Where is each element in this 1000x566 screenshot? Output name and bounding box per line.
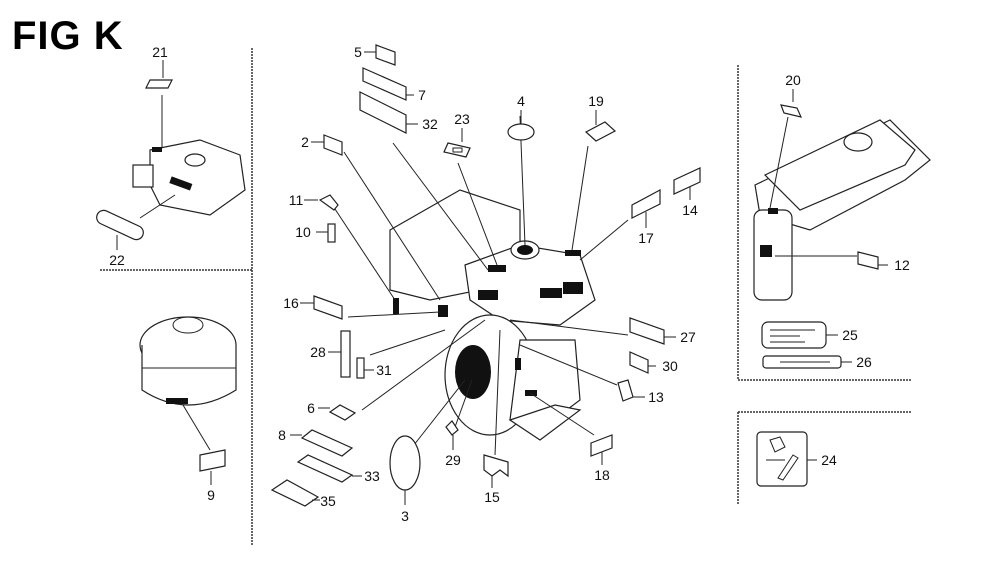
decal-6[interactable]: 6 — [307, 400, 357, 421]
callout-23: 23 — [454, 111, 470, 127]
callout-22: 22 — [109, 252, 125, 268]
decal-14[interactable]: 14 — [673, 167, 701, 218]
decal-31[interactable]: 31 — [356, 357, 392, 379]
large-fuel-tank — [753, 116, 931, 301]
decal-18[interactable]: 18 — [590, 434, 613, 483]
callout-10: 10 — [295, 224, 311, 240]
callout-3: 3 — [401, 508, 409, 524]
decal-30[interactable]: 30 — [629, 351, 678, 374]
callout-35: 35 — [320, 493, 336, 509]
callout-2: 2 — [301, 134, 309, 150]
decal-25[interactable]: 25 — [761, 321, 858, 349]
decal-19[interactable]: 19 — [584, 93, 617, 142]
callout-12: 12 — [894, 257, 910, 273]
callout-26: 26 — [856, 354, 872, 370]
decal-3[interactable]: 3 — [389, 435, 421, 524]
decal-28[interactable]: 28 — [310, 330, 351, 378]
decal-32[interactable]: 32 — [359, 91, 438, 134]
decal-21[interactable]: 21 — [145, 44, 173, 89]
decal-35[interactable]: 35 — [270, 479, 336, 509]
air-cleaner — [139, 316, 237, 451]
callout-4: 4 — [517, 93, 525, 109]
callout-6: 6 — [307, 400, 315, 416]
decal-26[interactable]: 26 — [762, 354, 872, 370]
callout-16: 16 — [283, 295, 299, 311]
callout-5: 5 — [354, 44, 362, 60]
callout-19: 19 — [588, 93, 604, 109]
decal-23[interactable]: 23 — [443, 111, 471, 158]
panel-dividers — [100, 48, 912, 545]
figure-title: FIG K — [12, 14, 124, 58]
callout-28: 28 — [310, 344, 326, 360]
decal-20[interactable]: 20 — [780, 72, 803, 118]
decal-15[interactable]: 15 — [483, 454, 509, 505]
callout-31: 31 — [376, 362, 392, 378]
decal-7[interactable]: 7 — [362, 67, 426, 103]
decal-33[interactable]: 33 — [296, 454, 380, 484]
callout-8: 8 — [278, 427, 286, 443]
engine — [389, 189, 596, 441]
callout-25: 25 — [842, 327, 858, 343]
decal-27[interactable]: 27 — [629, 317, 696, 345]
decal-29[interactable]: 29 — [445, 420, 461, 468]
callout-15: 15 — [484, 489, 500, 505]
callout-30: 30 — [662, 358, 678, 374]
callout-24: 24 — [821, 452, 837, 468]
callout-21: 21 — [152, 44, 168, 60]
callout-13: 13 — [648, 389, 664, 405]
decal-9[interactable]: 9 — [199, 449, 226, 503]
callout-18: 18 — [594, 467, 610, 483]
decal-4[interactable]: 4 — [507, 93, 535, 141]
decal-13[interactable]: 13 — [617, 379, 664, 405]
callout-27: 27 — [680, 329, 696, 345]
decal-22[interactable]: 22 — [94, 208, 145, 268]
callout-32: 32 — [422, 116, 438, 132]
callout-9: 9 — [207, 487, 215, 503]
small-fuel-tank — [132, 95, 246, 219]
decal-16[interactable]: 16 — [283, 295, 343, 320]
decal-11[interactable]: 11 — [289, 192, 339, 211]
callout-11: 11 — [289, 192, 304, 208]
callout-33: 33 — [364, 468, 380, 484]
decal-24[interactable]: 24 — [756, 431, 837, 487]
callout-20: 20 — [785, 72, 801, 88]
callout-14: 14 — [682, 202, 698, 218]
callout-17: 17 — [638, 230, 654, 246]
decal-5[interactable]: 5 — [354, 44, 396, 66]
callout-29: 29 — [445, 452, 461, 468]
callout-7: 7 — [418, 87, 426, 103]
decal-2[interactable]: 2 — [301, 134, 343, 156]
decal-8[interactable]: 8 — [278, 427, 354, 457]
decal-17[interactable]: 17 — [631, 188, 661, 246]
decal-12[interactable]: 12 — [857, 251, 910, 273]
decal-10[interactable]: 10 — [295, 223, 336, 243]
